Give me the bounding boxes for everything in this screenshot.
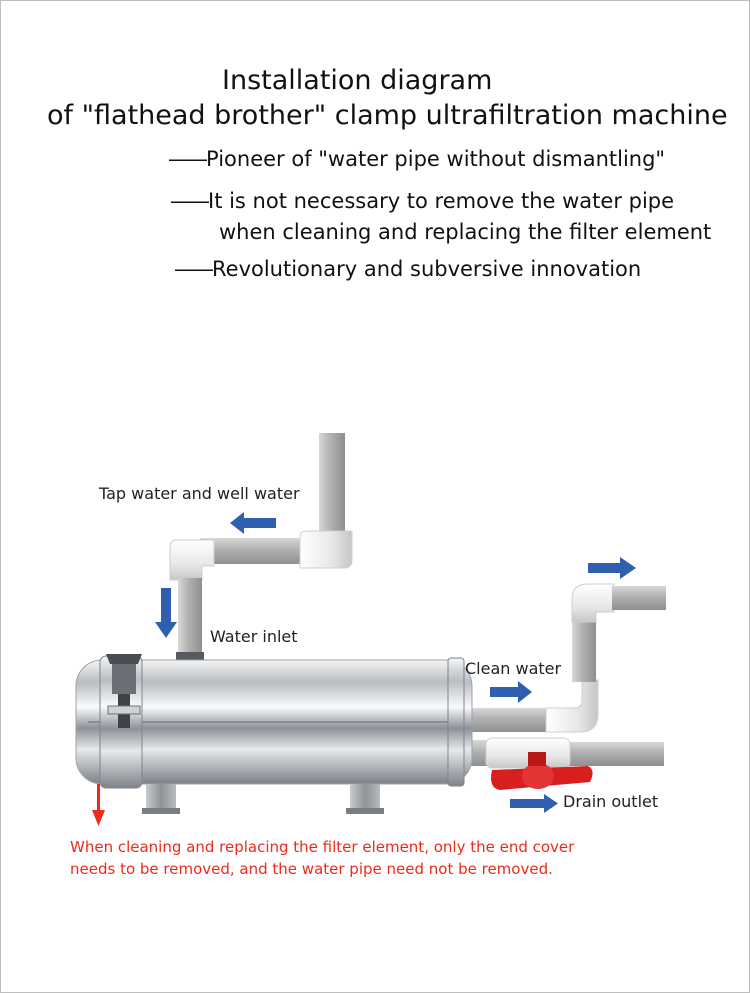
diagram-title-line-1: Installation diagram	[222, 65, 493, 96]
tagline-no-removal-text-1: It is not necessary to remove the water …	[208, 189, 675, 213]
support-feet	[142, 784, 384, 814]
diagram-title-line-2: of "flathead brother" clamp ultrafiltrat…	[47, 100, 728, 131]
ultrafiltration-housing	[75, 655, 473, 789]
arrow-end-cover-indicator	[92, 784, 105, 826]
tagline-innovation-text: Revolutionary and subversive innovation	[212, 257, 642, 281]
maintenance-note: When cleaning and replacing the filter e…	[70, 836, 574, 880]
tagline-dash: ——	[168, 147, 208, 171]
tagline-pioneer-text: Pioneer of "water pipe without dismantli…	[206, 147, 666, 171]
drain-valve-handle	[491, 752, 593, 790]
tagline-dash: ——	[170, 189, 210, 213]
flow-arrow-outlet-top	[588, 557, 636, 579]
flow-arrow-left	[230, 512, 276, 534]
drain-pipe	[466, 737, 664, 769]
label-tap-water: Tap water and well water	[99, 484, 300, 503]
tagline-innovation: ——Revolutionary and subversive innovatio…	[174, 254, 641, 285]
maintenance-note-line-1: When cleaning and replacing the filter e…	[70, 838, 575, 856]
outlet-pipe	[466, 583, 666, 733]
label-water-inlet: Water inlet	[210, 627, 298, 646]
maintenance-note-line-2: needs to be removed, and the water pipe …	[70, 860, 553, 878]
flow-arrow-down	[155, 588, 177, 638]
flow-arrow-clean-water	[490, 681, 532, 703]
end-cover-clamp	[106, 654, 142, 728]
tagline-no-removal: ——It is not necessary to remove the wate…	[170, 186, 711, 248]
tagline-dash: ——	[174, 257, 214, 281]
label-drain-outlet: Drain outlet	[563, 792, 659, 811]
inlet-pipe	[169, 433, 353, 662]
tagline-no-removal-text-2: when cleaning and replacing the filter e…	[219, 220, 712, 244]
flow-arrow-drain	[510, 794, 558, 813]
label-clean-water: Clean water	[465, 659, 562, 678]
tagline-pioneer: ——Pioneer of "water pipe without dismant…	[168, 144, 665, 175]
